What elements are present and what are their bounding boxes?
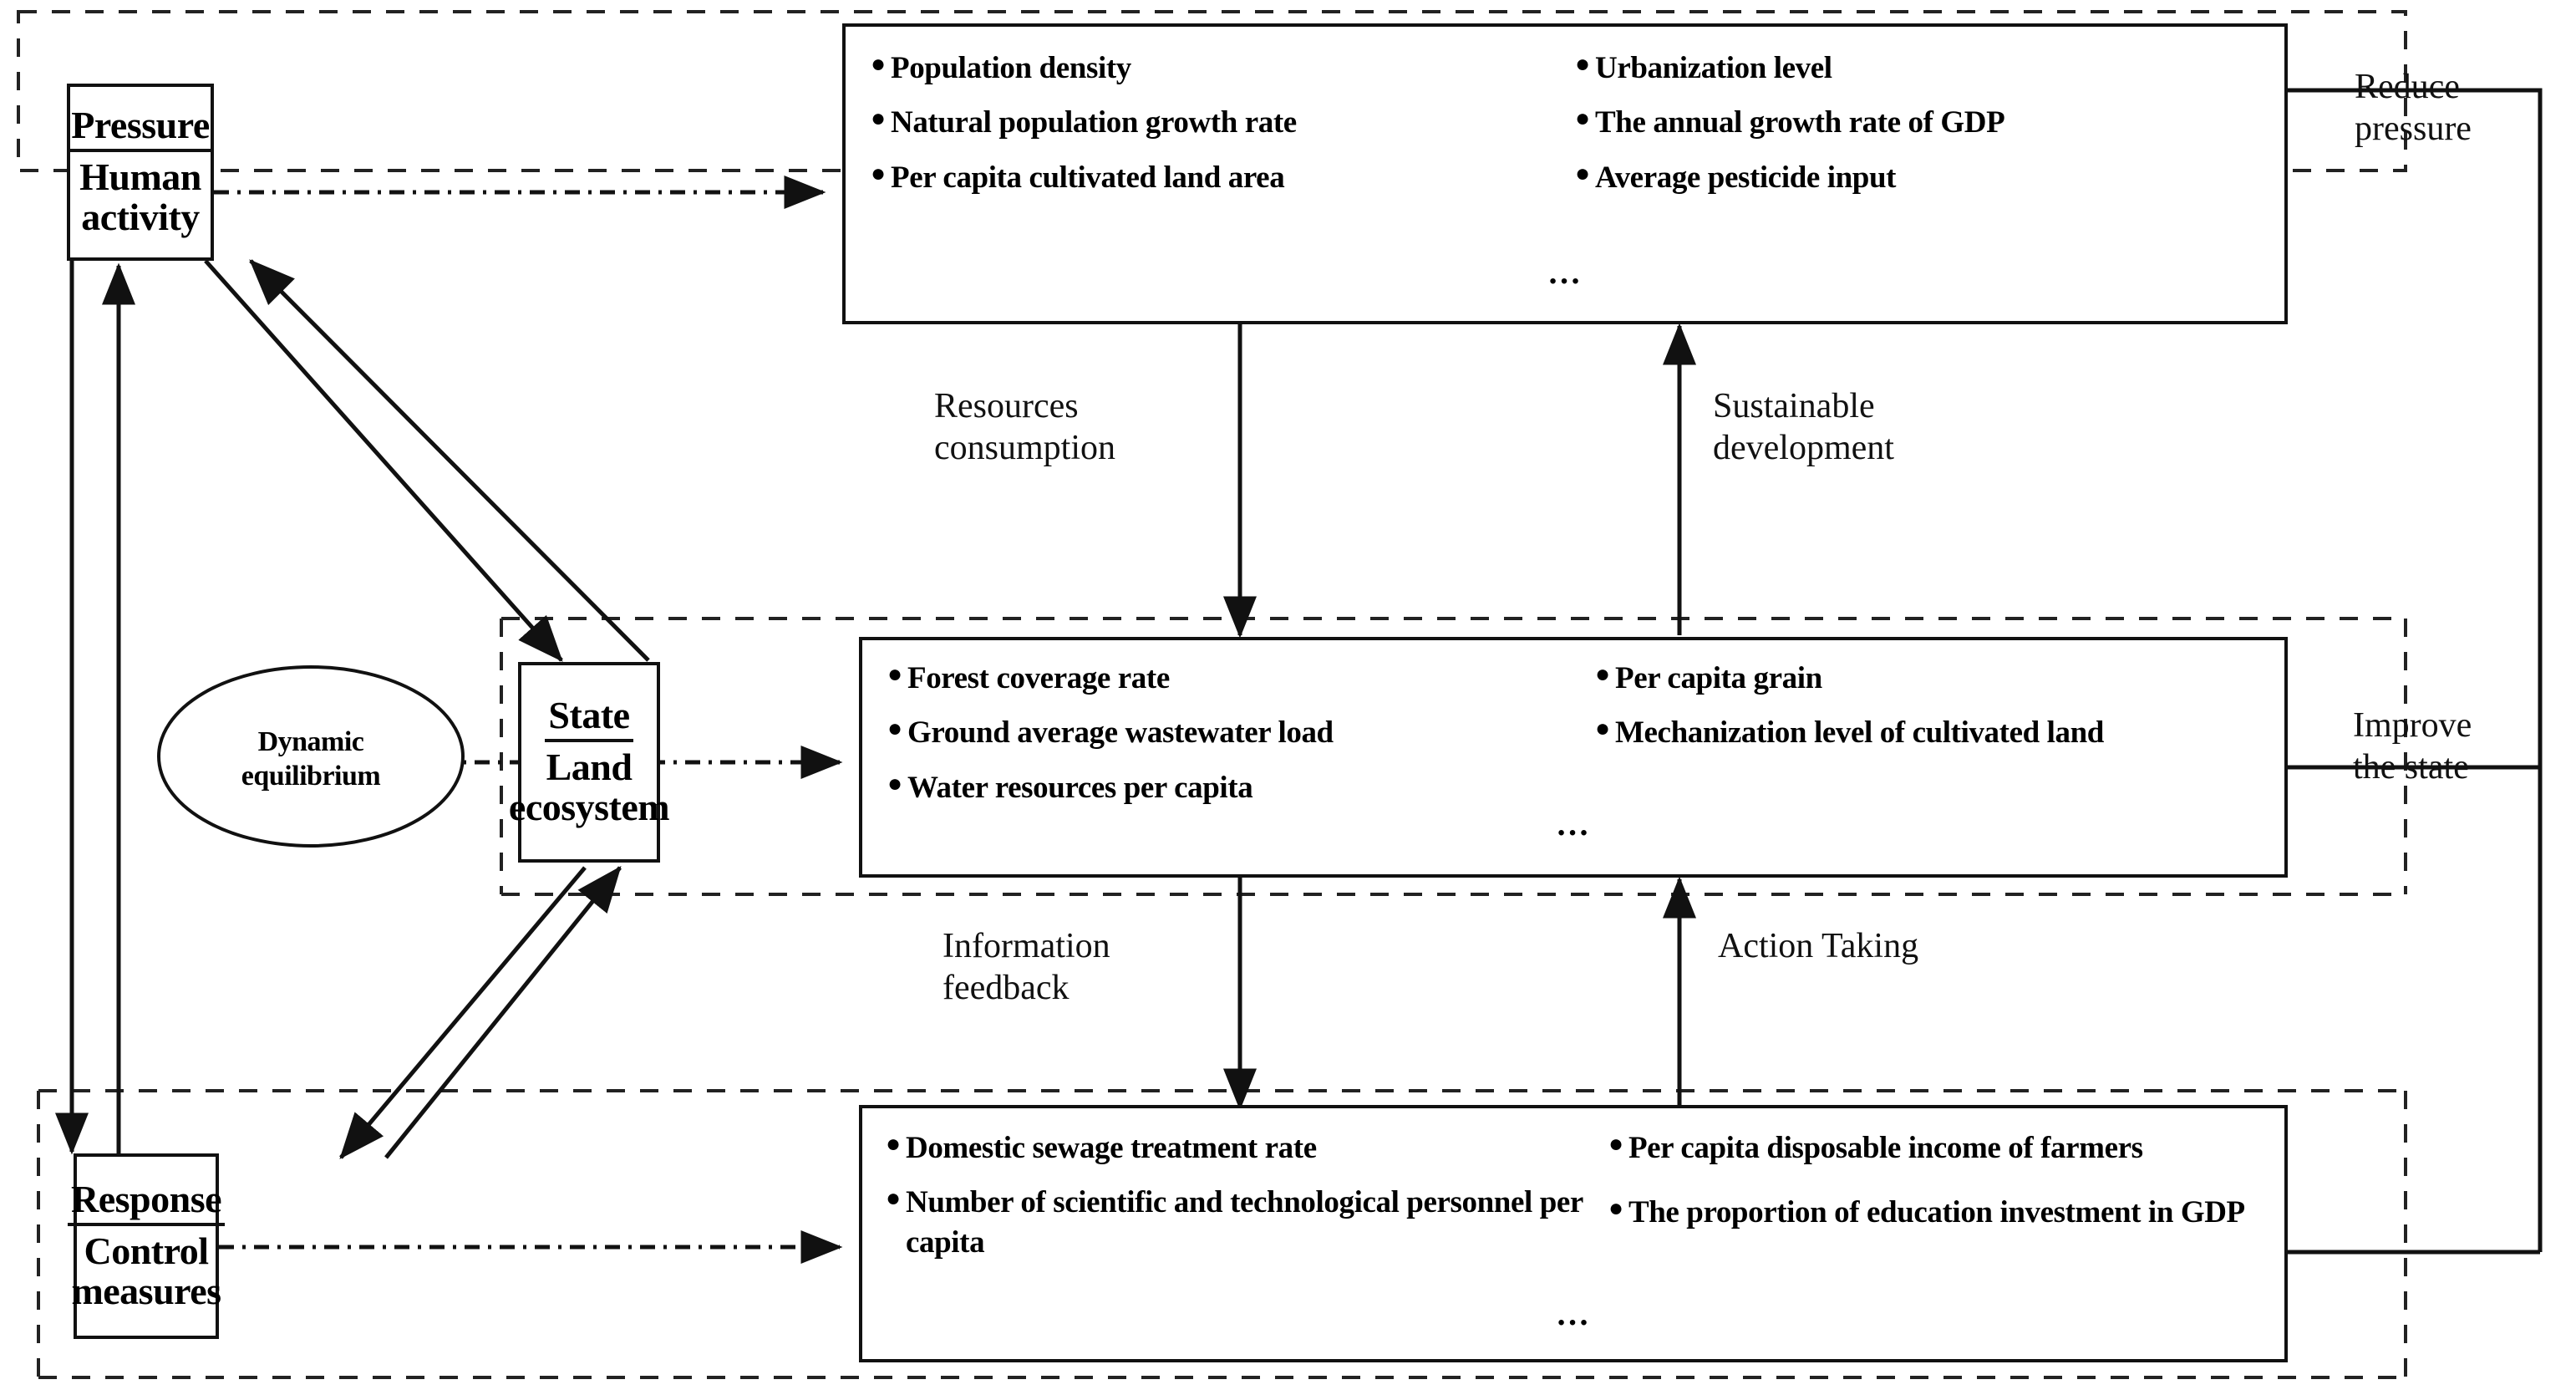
bullet-icon: ● (1595, 715, 1611, 743)
panel-response-right-column: ● Per capita disposable income of farmer… (1602, 1128, 2269, 1359)
edge-label-information-feedback: Information feedback (943, 927, 1110, 1007)
list-item: ● Number of scientific and technological… (886, 1184, 1583, 1260)
list-item: ● Per capita cultivated land area (871, 159, 1285, 195)
edge-label-action-taking: Action Taking (1718, 927, 1919, 965)
node-pressure[interactable]: Pressure Human activity (67, 84, 214, 261)
list-item: ● Per capita grain (1595, 660, 1822, 695)
list-item: ● Urbanization level (1575, 50, 1832, 85)
edge-label-improve-the-state: Improve the state (2353, 706, 2472, 787)
bullet-icon: ● (1608, 1194, 1624, 1223)
node-response-category: Response (67, 1179, 226, 1226)
list-item: ● Water resources per capita (887, 769, 1253, 805)
edge-pressure-to-state-diagonal (204, 259, 563, 662)
bullet-icon: ● (1575, 50, 1591, 78)
list-item: ● Mechanization level of cultivated land (1595, 715, 2104, 751)
response-region-dashed-outline (37, 1089, 2407, 1379)
dynamic-equilibrium-line2: equilibrium (241, 760, 381, 792)
bullet-icon: ● (1575, 159, 1591, 187)
list-item: ● Average pesticide input (1575, 159, 1897, 195)
edge-state-to-pressure-diagonal (249, 259, 650, 662)
node-state-subject: Land ecosystem (508, 745, 670, 829)
node-response[interactable]: Response Control measures (67, 1153, 226, 1339)
list-item: ● Population density (871, 50, 1131, 85)
panel-response-left-column: ● Domestic sewage treatment rate ● Numbe… (886, 1128, 1602, 1359)
panel-pressure-indicators[interactable]: ● Population density ● Natural populatio… (842, 23, 2288, 324)
list-item: ● Forest coverage rate (887, 660, 1170, 695)
node-state[interactable]: State Land ecosystem (509, 662, 670, 863)
bullet-icon: ● (886, 1184, 902, 1213)
edge-reduce-pressure (2177, 74, 2543, 1252)
node-pressure-subject: Human activity (79, 155, 201, 239)
edge-state-to-response-diagonal (339, 866, 587, 1159)
bullet-icon: ● (886, 1130, 902, 1158)
edge-label-reduce-pressure: Reduce pressure (2355, 68, 2472, 148)
panel-pressure-right-column: ● Urbanization level ● The annual growth… (1565, 48, 2269, 321)
panel-state-right-column: ● Per capita grain ● Mechanization level… (1562, 659, 2269, 874)
edge-label-resources-consumption: Resources consumption (934, 387, 1115, 467)
edge-response-to-state-diagonal (384, 866, 622, 1159)
bullet-icon: ● (1595, 660, 1611, 688)
list-item: ● The proportion of education investment… (1608, 1194, 2245, 1230)
panel-response-ellipsis: … (1556, 1295, 1591, 1332)
bullet-icon: ● (887, 769, 903, 797)
bullet-icon: ● (1575, 104, 1591, 133)
panel-state-ellipsis: … (1556, 805, 1591, 843)
bullet-icon: ● (1608, 1130, 1624, 1158)
bullet-icon: ● (887, 660, 903, 688)
dynamic-equilibrium-ellipse (157, 665, 465, 848)
state-region-dashed-outline (500, 617, 2407, 896)
edge-label-sustainable-development: Sustainable development (1713, 387, 1894, 467)
bullet-icon: ● (871, 104, 887, 133)
node-pressure-category: Pressure (68, 105, 213, 152)
dynamic-equilibrium-label: Dynamic equilibrium (185, 725, 436, 794)
list-item: ● Domestic sewage treatment rate (886, 1130, 1317, 1165)
panel-response-indicators[interactable]: ● Domestic sewage treatment rate ● Numbe… (859, 1105, 2288, 1362)
node-response-subject: Control measures (71, 1229, 221, 1313)
node-state-category: State (545, 695, 633, 742)
panel-pressure-ellipsis: … (1547, 253, 1583, 291)
list-item: ● Natural population growth rate (871, 104, 1297, 140)
list-item: ● The annual growth rate of GDP (1575, 104, 2005, 140)
list-item: ● Ground average wastewater load (887, 715, 1334, 751)
dynamic-equilibrium-line1: Dynamic (257, 726, 364, 757)
bullet-icon: ● (871, 50, 887, 78)
list-item: ● Per capita disposable income of farmer… (1608, 1130, 2143, 1165)
bullet-icon: ● (871, 159, 887, 187)
panel-state-left-column: ● Forest coverage rate ● Ground average … (887, 659, 1562, 874)
panel-state-indicators[interactable]: ● Forest coverage rate ● Ground average … (859, 637, 2288, 878)
panel-pressure-left-column: ● Population density ● Natural populatio… (871, 48, 1565, 321)
bullet-icon: ● (887, 715, 903, 743)
